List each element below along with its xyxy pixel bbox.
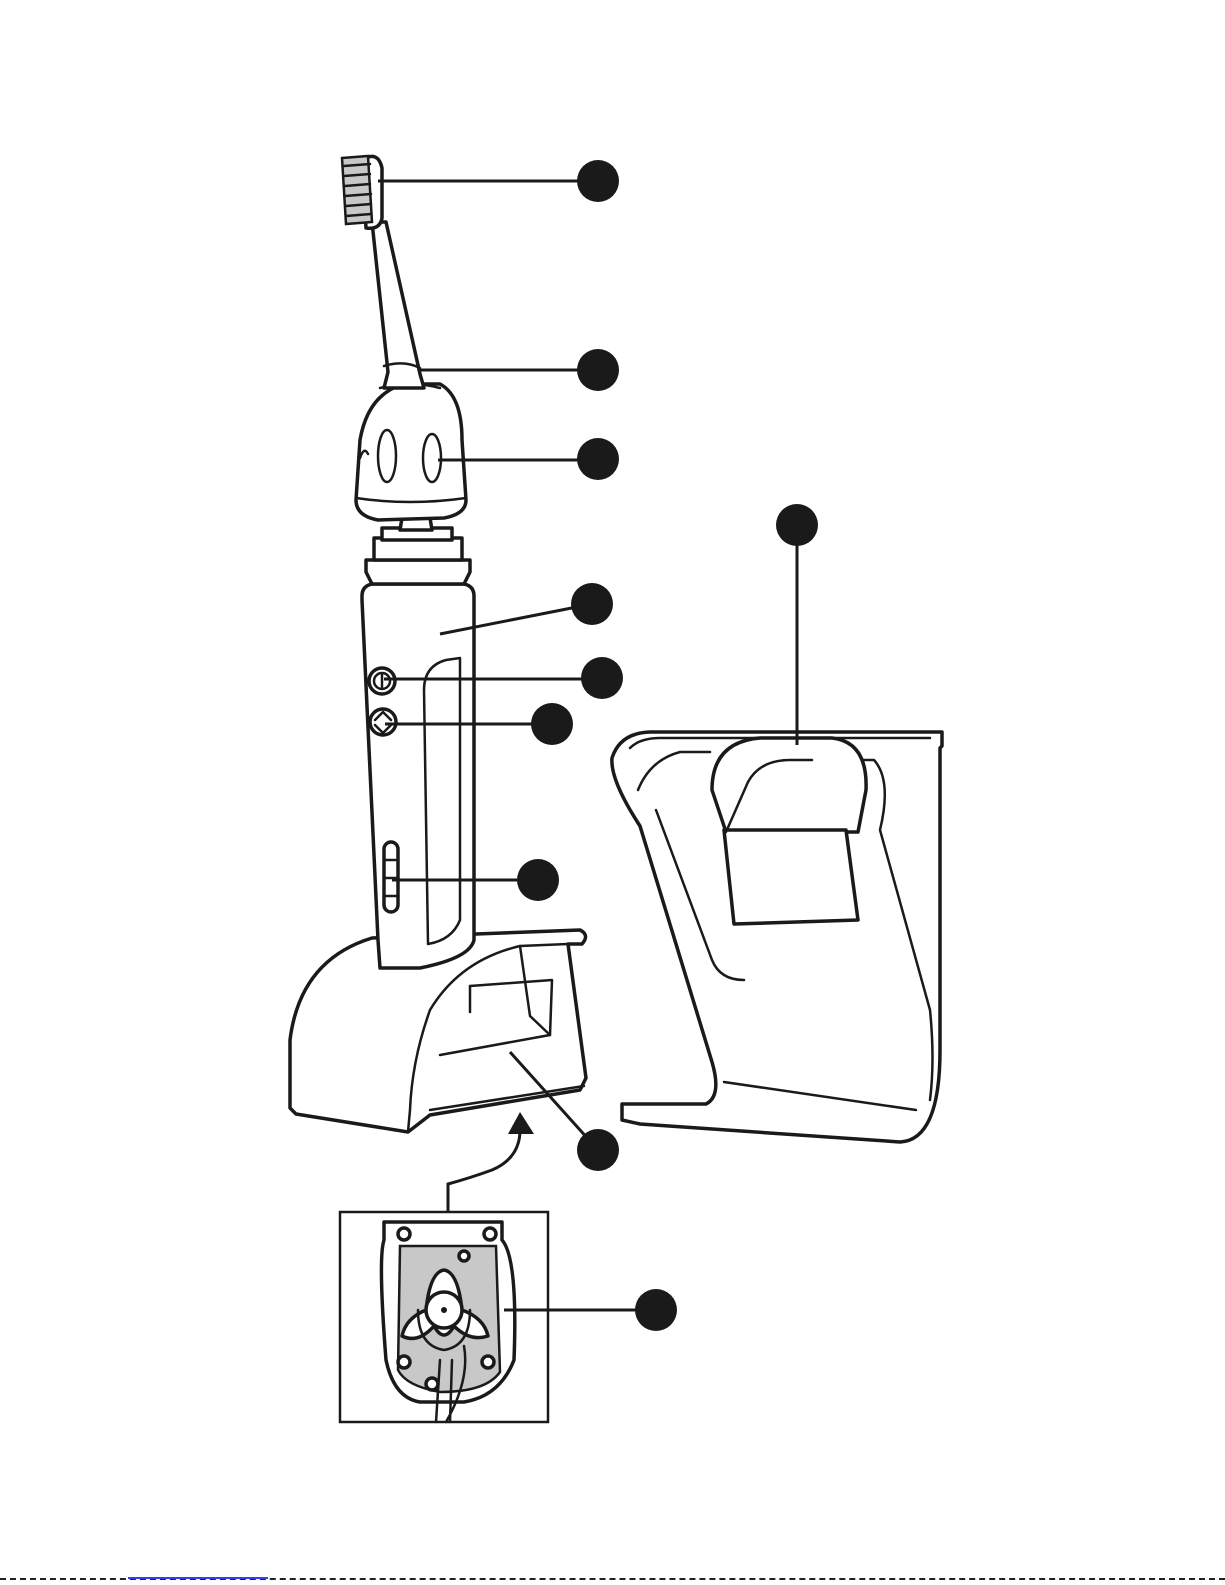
- callout-dot-battery-indicator: [517, 859, 559, 901]
- cord-storage: [340, 1112, 548, 1422]
- callout-dot-handle: [571, 583, 613, 625]
- power-button: [369, 668, 395, 694]
- page-edge-link: [128, 1577, 268, 1579]
- callout-dot-brush-head-bristles: [577, 160, 619, 202]
- callout-dot-mode-button: [531, 703, 573, 745]
- callout-dot-cord-storage: [635, 1289, 677, 1331]
- travel-stand: [612, 732, 942, 1142]
- callout-dot-brush-head-cap: [577, 438, 619, 480]
- callout-dot-charger: [577, 1129, 619, 1171]
- callout-dot-power-button: [581, 657, 623, 699]
- mode-button: [370, 709, 396, 735]
- callout-dot-brush-head-neck: [577, 349, 619, 391]
- callout-dot-travel-stand: [776, 504, 818, 546]
- brush-head-cap: [356, 384, 466, 520]
- handle: [362, 518, 474, 968]
- brush-head-bristles: [342, 156, 382, 228]
- brush-head-neck: [372, 222, 424, 388]
